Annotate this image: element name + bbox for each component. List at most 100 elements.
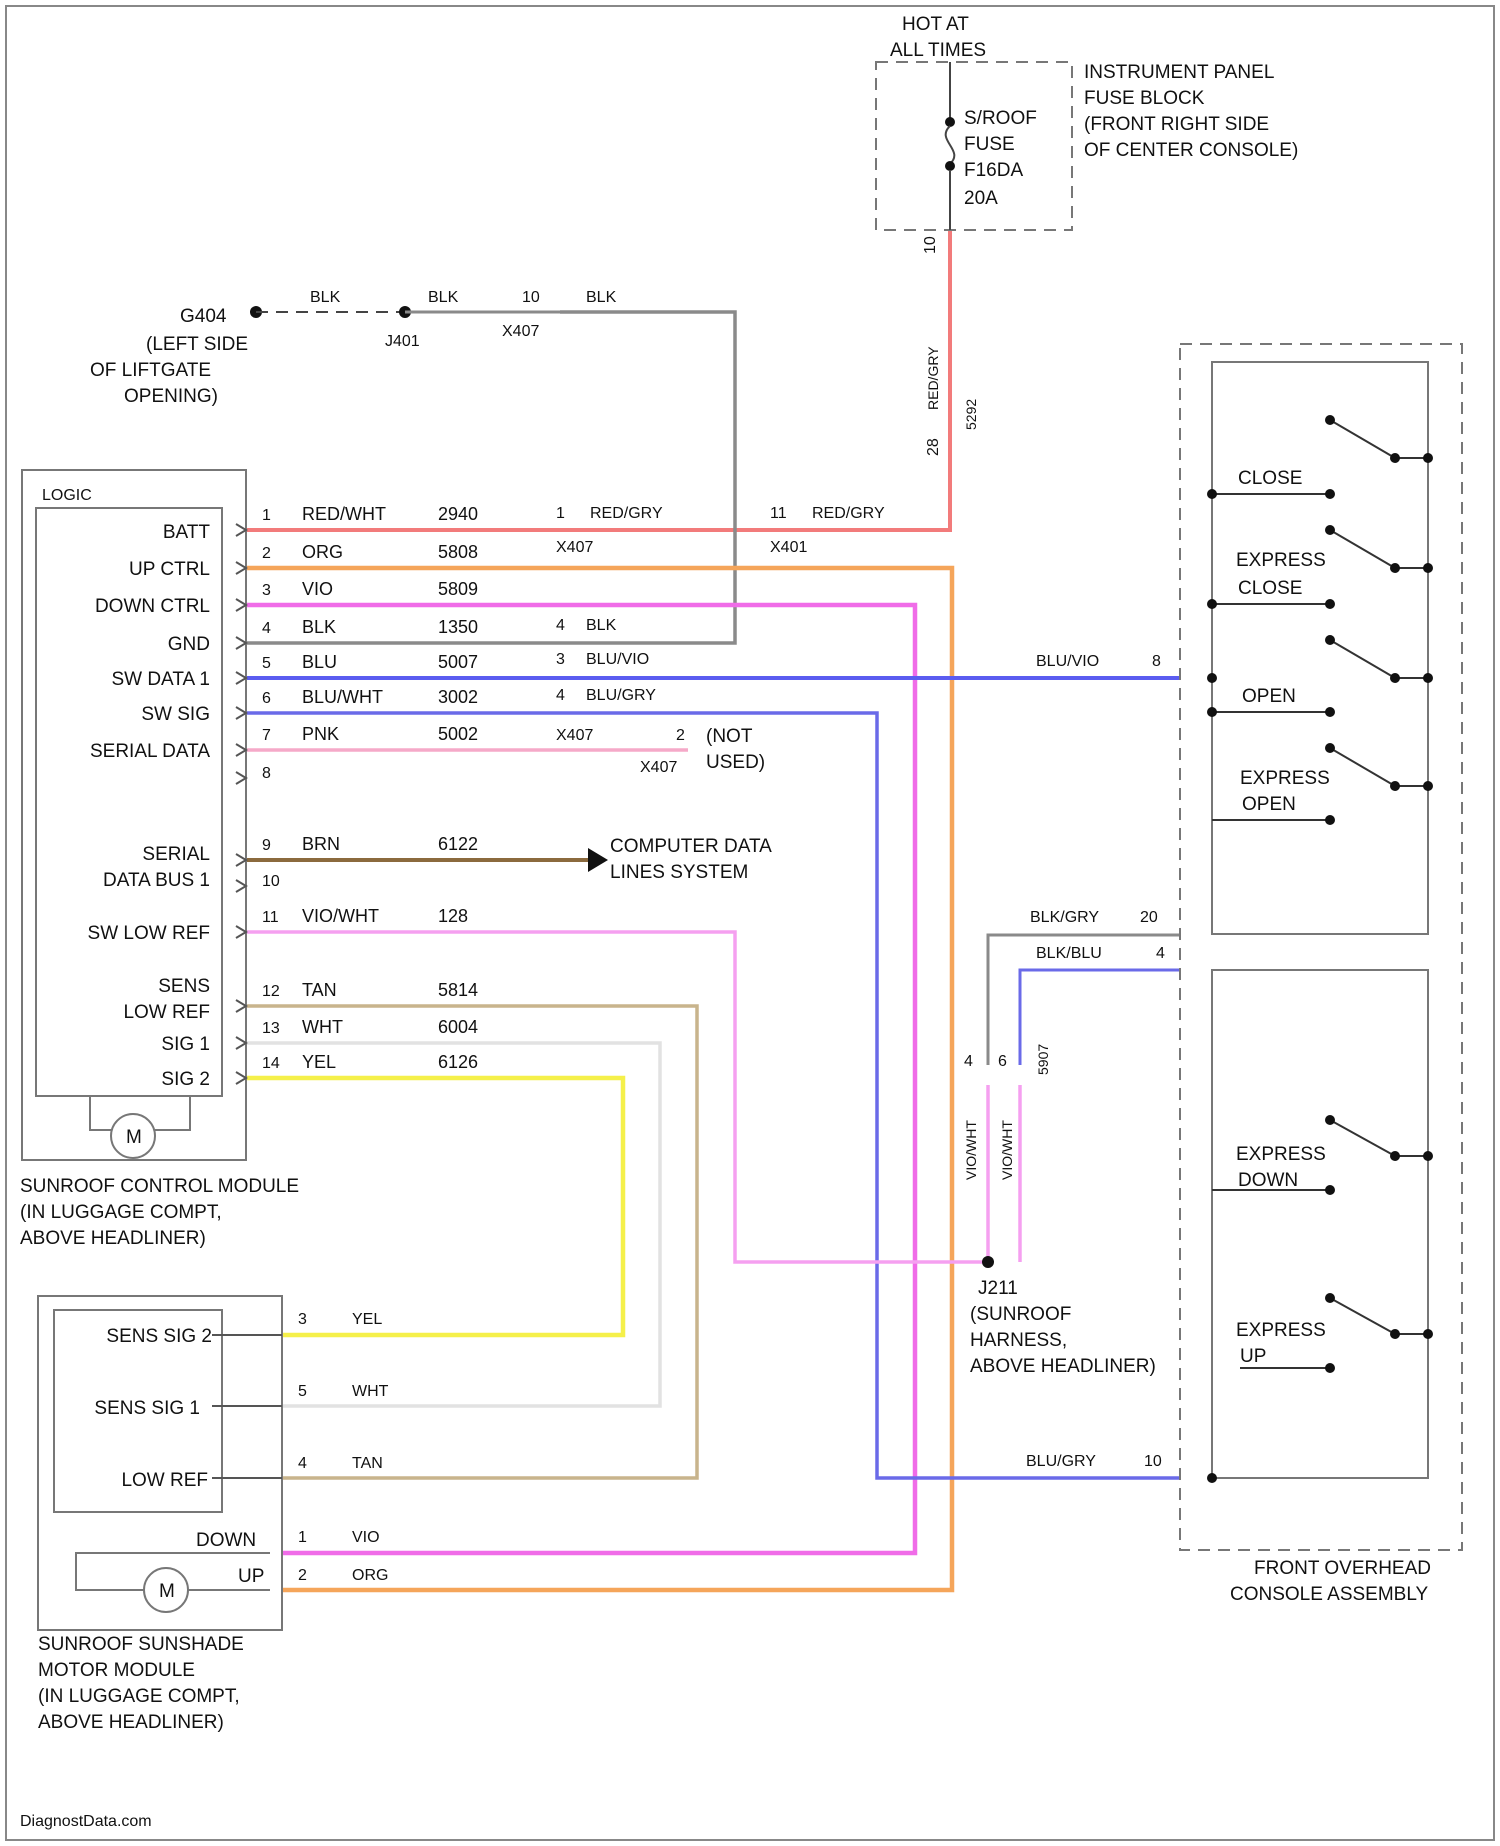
wire-color-5: BLU <box>302 652 337 672</box>
pin-num-4: 4 <box>262 620 271 637</box>
ground-pin: 10 <box>522 289 540 306</box>
pin-num-10: 10 <box>262 873 280 890</box>
splice-p1: 4 <box>964 1053 973 1070</box>
pin-label-sig1: SIG 1 <box>161 1034 210 1055</box>
pin-num-13: 13 <box>262 1020 280 1037</box>
pin-num-8: 8 <box>262 765 271 782</box>
splice-j211: VIO/WHT VIO/WHT 5907 4 6 J211 (SUNROOF H… <box>963 1044 1156 1377</box>
splice-p2: 6 <box>998 1053 1007 1070</box>
pin-label-serial-l2: DATA BUS 1 <box>103 870 210 891</box>
pin-num-3: 3 <box>262 582 271 599</box>
wire-color-14: YEL <box>302 1052 336 1072</box>
switch-express-open-l2: OPEN <box>1242 794 1296 815</box>
x407-wire3: BLU/VIO <box>586 651 649 668</box>
circuit-7: 5002 <box>438 724 478 744</box>
ground-loc3: OPENING) <box>124 386 218 407</box>
splice-v2: VIO/WHT <box>999 1120 1015 1180</box>
x407-pin3: 3 <box>556 651 565 668</box>
front-overhead-console: CLOSE EXPRESS CLOSE OPEN EXPRESS OPEN EX… <box>1026 344 1462 1605</box>
ground-g404: G404 BLK J401 BLK 10 X407 BLK (LEFT SIDE… <box>90 289 617 407</box>
switch-express-close-l1: EXPRESS <box>1236 550 1326 571</box>
ground-loc2: OF LIFTGATE <box>90 360 211 381</box>
data-lines-l1: COMPUTER DATA <box>610 836 772 857</box>
fuse-name: S/ROOF <box>964 108 1037 129</box>
switch-close: CLOSE <box>1238 468 1302 489</box>
fuse-id: F16DA <box>964 160 1023 181</box>
wire-color-1: RED/WHT <box>302 504 386 524</box>
pin-label-serial-l1: SERIAL <box>142 844 210 865</box>
sunshade-name-l4: ABOVE HEADLINER) <box>38 1712 224 1733</box>
switch-express-up-l2: UP <box>1240 1346 1266 1367</box>
module-name-l3: ABOVE HEADLINER) <box>20 1228 206 1249</box>
wire-color-4: BLK <box>302 617 336 637</box>
x407-pin2: 2 <box>676 727 685 744</box>
switch-express-open-l1: EXPRESS <box>1240 768 1330 789</box>
pin-label-sw-data: SW DATA 1 <box>111 669 210 690</box>
sunshade-p3: 4 <box>298 1455 307 1472</box>
sunshade-down: DOWN <box>196 1530 256 1551</box>
ground-id: G404 <box>180 306 227 327</box>
fuse-block-l3: (FRONT RIGHT SIDE <box>1084 114 1269 135</box>
x407-name-c: X407 <box>640 759 677 776</box>
sunshade-motor-m: M <box>159 1581 175 1602</box>
module-motor-m: M <box>126 1127 142 1148</box>
overhead-p20: 20 <box>1140 909 1158 926</box>
fuse-block-l4: OF CENTER CONSOLE) <box>1084 140 1298 161</box>
sunshade-name-l3: (IN LUGGAGE COMPT, <box>38 1686 240 1707</box>
ground-wire2: BLK <box>428 289 459 306</box>
sunshade-wu: ORG <box>352 1567 388 1584</box>
splice-v3: 5907 <box>1035 1044 1051 1075</box>
x407-pin4: 4 <box>556 617 565 634</box>
pin-num-14: 14 <box>262 1055 280 1072</box>
pin-num-5: 5 <box>262 655 271 672</box>
module-name-l2: (IN LUGGAGE COMPT, <box>20 1202 222 1223</box>
wire-red-gry-feed <box>246 230 950 530</box>
x407-pin4b: 4 <box>556 687 565 704</box>
not-used-l2: USED) <box>706 752 765 773</box>
ground-conn: X407 <box>502 323 539 340</box>
overhead-in-wire: BLU/VIO <box>1036 653 1099 670</box>
pin-num-7: 7 <box>262 727 271 744</box>
x407-name: X407 <box>556 539 593 556</box>
feed-pin-x401: 28 <box>925 438 942 456</box>
x407-wire4b: BLU/GRY <box>586 687 656 704</box>
circuit-2: 5808 <box>438 542 478 562</box>
pin-num-6: 6 <box>262 690 271 707</box>
circuit-11: 128 <box>438 906 468 926</box>
circuit-9: 6122 <box>438 834 478 854</box>
feed-circuit: 5292 <box>963 399 979 430</box>
pin-label-up-ctrl: UP CTRL <box>129 559 210 580</box>
sunshade-wd: VIO <box>352 1529 380 1546</box>
overhead-name-l2: CONSOLE ASSEMBLY <box>1230 1584 1428 1605</box>
sunshade-up: UP <box>238 1566 264 1587</box>
pin-label-sig2: SIG 2 <box>161 1069 210 1090</box>
circuit-1: 2940 <box>438 504 478 524</box>
watermark: DiagnostData.com <box>20 1813 152 1830</box>
arrow-data-lines <box>588 848 608 872</box>
overhead-w10: BLU/GRY <box>1026 1453 1096 1470</box>
wire-color-9: BRN <box>302 834 340 854</box>
overhead-name-l1: FRONT OVERHEAD <box>1254 1558 1431 1579</box>
x401-name: X401 <box>770 539 807 556</box>
circuit-3: 5809 <box>438 579 478 599</box>
overhead-in-pin: 8 <box>1152 653 1161 670</box>
circuit-14: 6126 <box>438 1052 478 1072</box>
ground-wire1: BLK <box>310 289 341 306</box>
pin-label-gnd: GND <box>168 634 210 655</box>
pin-num-12: 12 <box>262 983 280 1000</box>
wire-color-3: VIO <box>302 579 333 599</box>
sunshade-sens-sig2: SENS SIG 2 <box>106 1326 212 1347</box>
wire-color-12: TAN <box>302 980 337 1000</box>
splice-l3: ABOVE HEADLINER) <box>970 1356 1156 1377</box>
circuit-12: 5814 <box>438 980 478 1000</box>
switch-express-down-l2: DOWN <box>1238 1170 1298 1191</box>
switch-express-down-l1: EXPRESS <box>1236 1144 1326 1165</box>
feed-color: RED/GRY <box>925 346 941 410</box>
pin-label-sens-l2: LOW REF <box>123 1002 210 1023</box>
ground-loc1: (LEFT SIDE <box>146 334 248 355</box>
sunshade-pu: 2 <box>298 1567 307 1584</box>
pin-label-batt: BATT <box>163 522 211 543</box>
switch-express-close-l2: CLOSE <box>1238 578 1302 599</box>
x407-wire1: RED/GRY <box>590 505 663 522</box>
module-name-l1: SUNROOF CONTROL MODULE <box>20 1176 299 1197</box>
